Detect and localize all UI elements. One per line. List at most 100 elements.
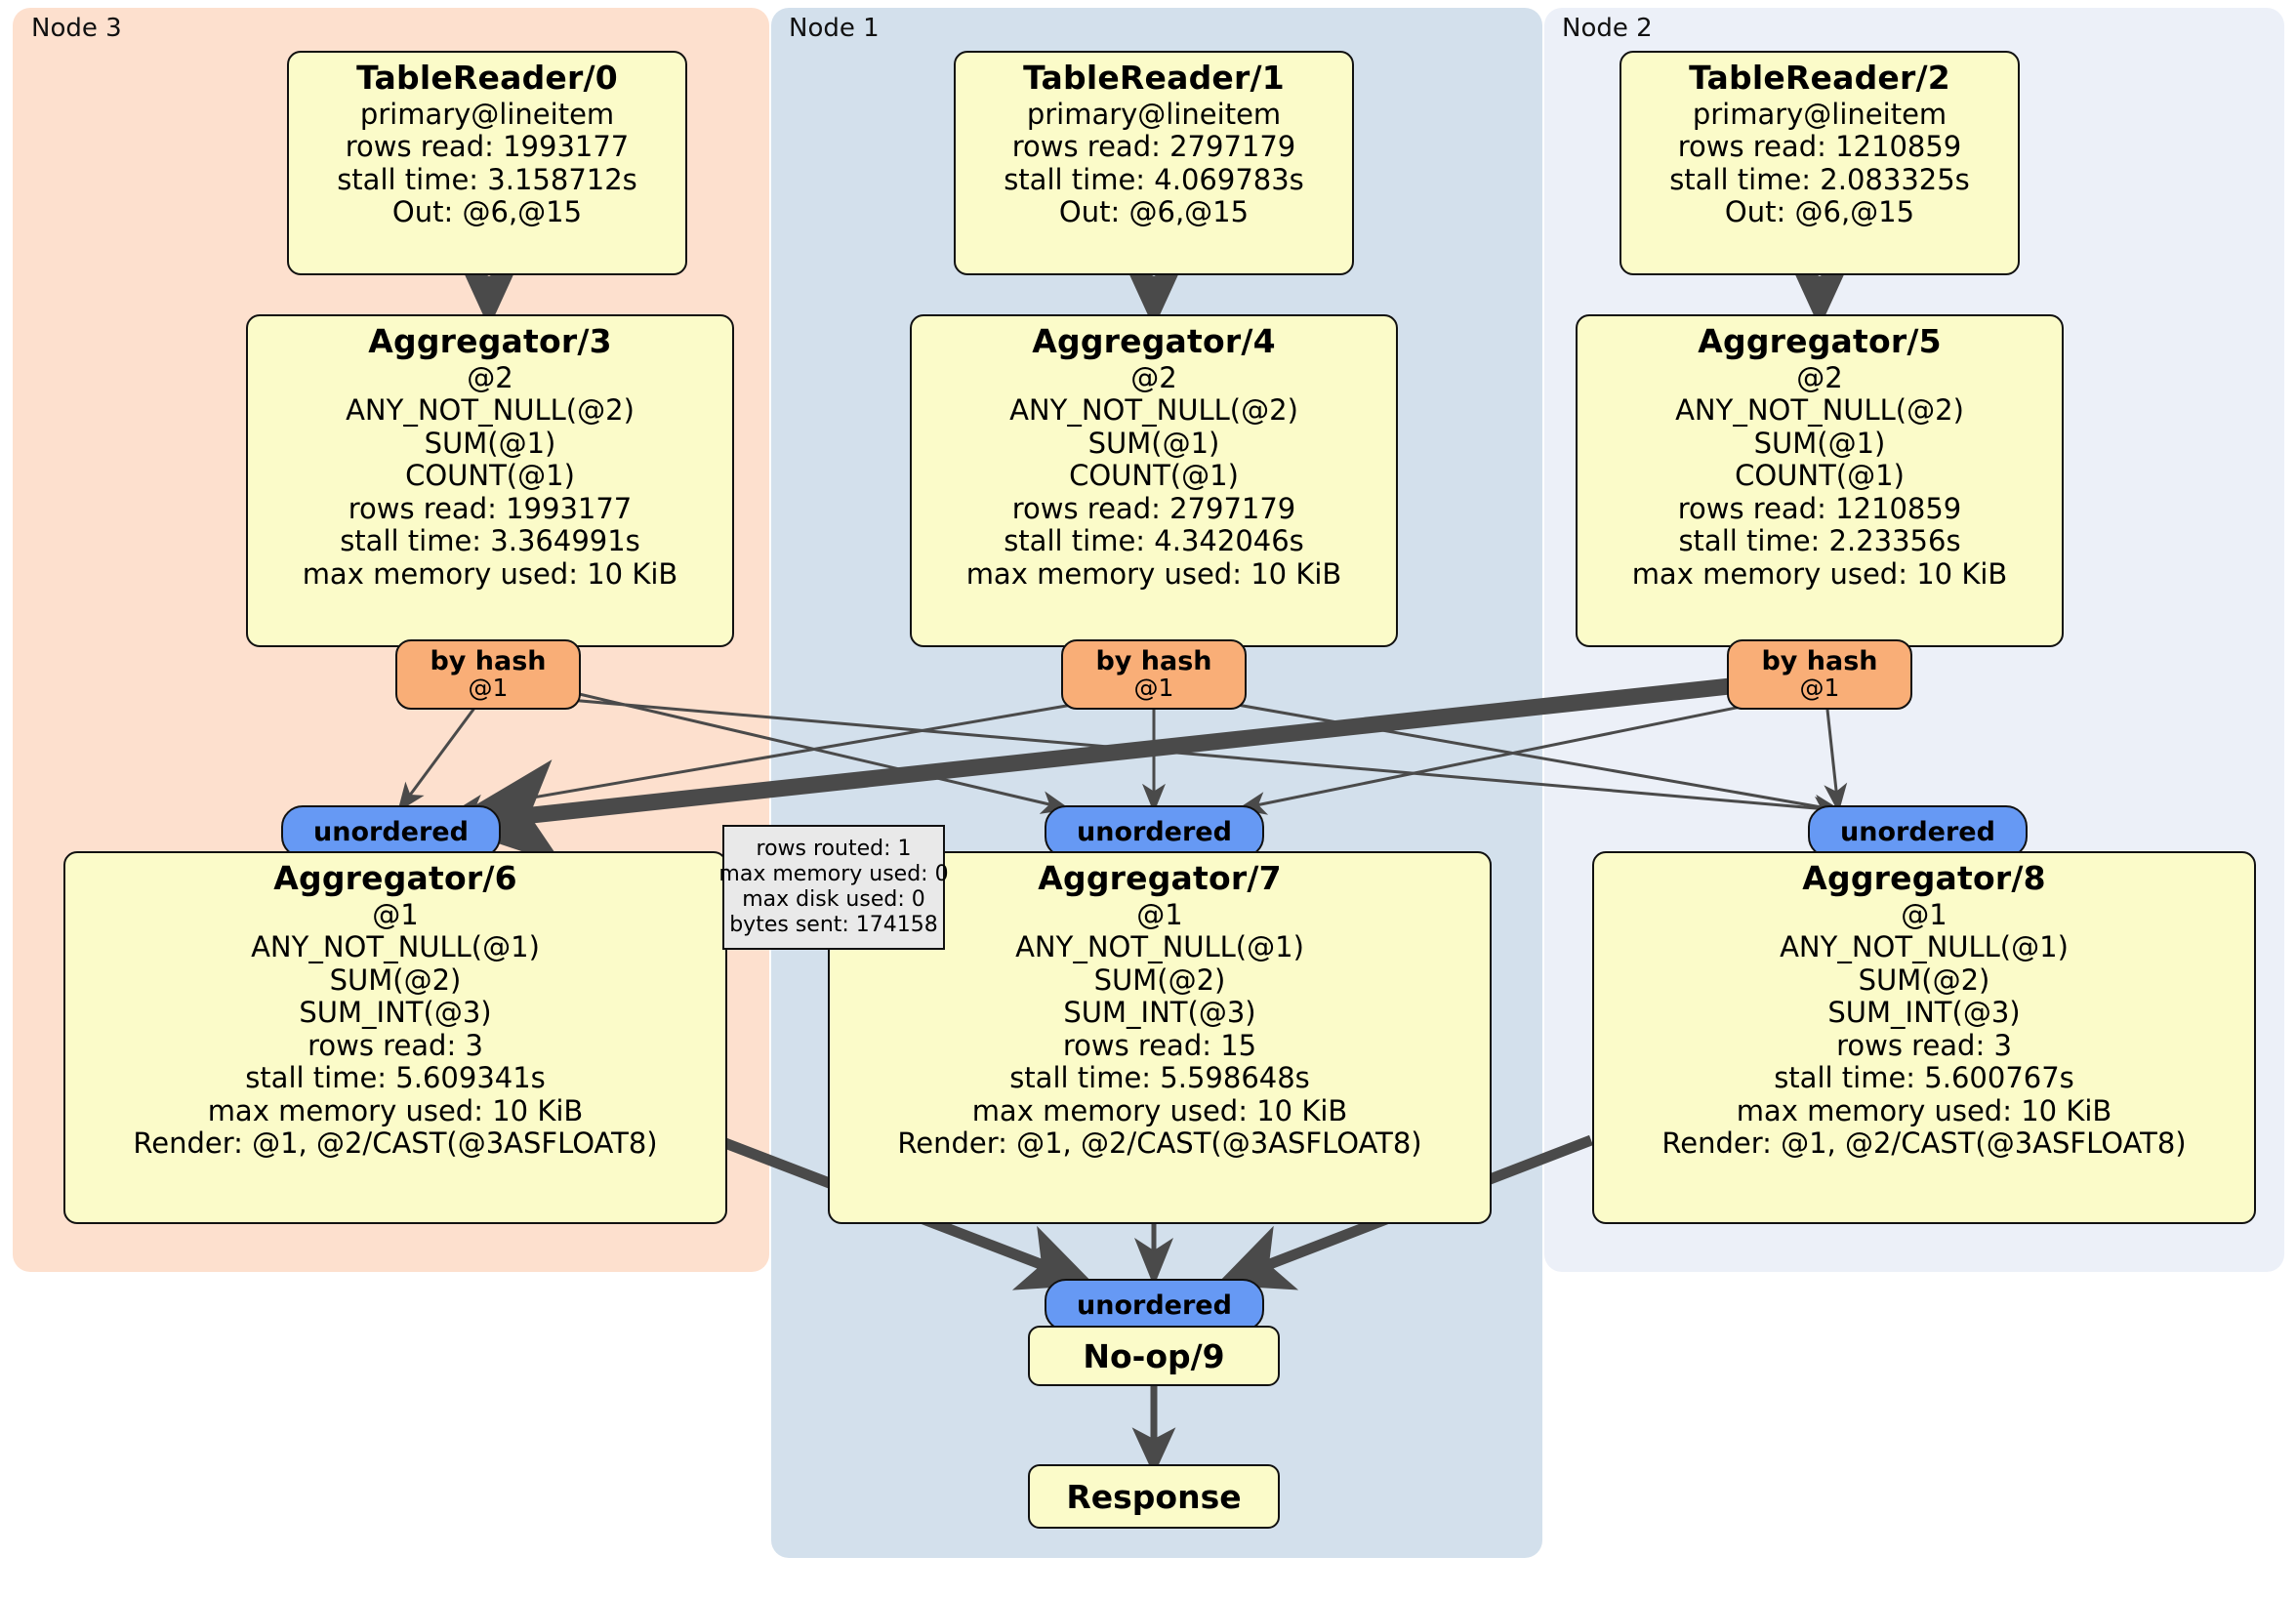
operator-detail: max memory used: 10 KiB xyxy=(1736,1093,2112,1127)
operator-detail: primary@lineitem xyxy=(1692,97,1948,131)
stats-line: bytes sent: 174158 xyxy=(729,913,938,938)
operator-detail: max memory used: 10 KiB xyxy=(302,556,678,591)
operator-detail: stall time: 5.600767s xyxy=(1774,1061,2074,1095)
operator-aggregator-8[interactable]: Aggregator/8 @1 ANY_NOT_NULL(@1) SUM(@2)… xyxy=(1592,851,2256,1224)
operator-title: Aggregator/4 xyxy=(1032,322,1276,360)
operator-detail: rows read: 1993177 xyxy=(348,491,633,525)
operator-detail: max memory used: 10 KiB xyxy=(971,1093,1348,1127)
operator-detail: Render: @1, @2/CAST(@3ASFLOAT8) xyxy=(897,1126,1422,1161)
operator-detail: @2 xyxy=(1130,360,1177,394)
badge-unordered-node-2[interactable]: unordered xyxy=(1808,805,2028,858)
operator-detail: primary@lineitem xyxy=(359,97,615,131)
badge-column: @1 xyxy=(1799,674,1840,703)
operator-aggregator-5[interactable]: Aggregator/5 @2 ANY_NOT_NULL(@2) SUM(@1)… xyxy=(1576,314,2064,647)
operator-detail: rows read: 3 xyxy=(308,1028,483,1062)
operator-detail: SUM_INT(@3) xyxy=(299,996,492,1030)
operator-detail: stall time: 5.598648s xyxy=(1009,1061,1310,1095)
operator-detail: SUM(@2) xyxy=(1858,962,1990,997)
badge-unordered-node-3[interactable]: unordered xyxy=(281,805,501,858)
operator-title: Aggregator/5 xyxy=(1698,322,1942,360)
cluster-label-node-3: Node 3 xyxy=(31,14,122,43)
operator-detail: rows read: 3 xyxy=(1836,1028,2012,1062)
operator-detail: @2 xyxy=(1796,360,1843,394)
operator-title: Aggregator/7 xyxy=(1038,859,1282,897)
badge-by-hash-node-3[interactable]: by hash @1 xyxy=(395,639,581,710)
operator-detail: Render: @1, @2/CAST(@3ASFLOAT8) xyxy=(133,1126,658,1161)
operator-detail: stall time: 2.23356s xyxy=(1678,524,1961,558)
operator-detail: max memory used: 10 KiB xyxy=(207,1093,584,1127)
operator-detail: SUM_INT(@3) xyxy=(1827,996,2021,1030)
operator-aggregator-6[interactable]: Aggregator/6 @1 ANY_NOT_NULL(@1) SUM(@2)… xyxy=(63,851,727,1224)
operator-detail: rows read: 1210859 xyxy=(1677,130,1962,164)
operator-aggregator-4[interactable]: Aggregator/4 @2 ANY_NOT_NULL(@2) SUM(@1)… xyxy=(910,314,1398,647)
operator-title: Aggregator/3 xyxy=(368,322,612,360)
operator-detail: ANY_NOT_NULL(@1) xyxy=(251,930,540,964)
stats-line: max memory used: 0 xyxy=(718,861,949,886)
operator-title: Aggregator/8 xyxy=(1802,859,2046,897)
badge-label: unordered xyxy=(1077,816,1232,847)
operator-detail: stall time: 2.083325s xyxy=(1669,162,1970,196)
operator-detail: stall time: 3.158712s xyxy=(337,162,637,196)
cluster-label-node-1: Node 1 xyxy=(789,14,880,43)
operator-detail: Out: @6,@15 xyxy=(1058,195,1250,229)
cluster-label-node-2: Node 2 xyxy=(1562,14,1653,43)
operator-detail: SUM(@1) xyxy=(1087,426,1220,460)
operator-detail: stall time: 4.069783s xyxy=(1004,162,1304,196)
badge-label: unordered xyxy=(1077,1290,1232,1321)
operator-detail: ANY_NOT_NULL(@1) xyxy=(1015,930,1304,964)
badge-label: by hash xyxy=(1761,645,1878,676)
badge-label: unordered xyxy=(1840,816,1995,847)
operator-detail: rows read: 1993177 xyxy=(345,130,630,164)
operator-detail: SUM(@2) xyxy=(1093,962,1226,997)
operator-detail: max memory used: 10 KiB xyxy=(965,556,1342,591)
operator-detail: SUM(@1) xyxy=(1753,426,1886,460)
operator-detail: Render: @1, @2/CAST(@3ASFLOAT8) xyxy=(1661,1126,2187,1161)
operator-detail: COUNT(@1) xyxy=(405,459,575,493)
badge-label: unordered xyxy=(313,816,469,847)
operator-detail: @2 xyxy=(467,360,513,394)
operator-detail: rows read: 2797179 xyxy=(1011,130,1296,164)
operator-tablereader-0[interactable]: TableReader/0 primary@lineitem rows read… xyxy=(287,51,687,275)
operator-detail: stall time: 4.342046s xyxy=(1004,524,1304,558)
operator-detail: SUM(@1) xyxy=(424,426,556,460)
operator-response[interactable]: Response xyxy=(1028,1464,1280,1529)
operator-title: No-op/9 xyxy=(1083,1336,1225,1375)
operator-title: Response xyxy=(1066,1477,1242,1516)
operator-title: TableReader/2 xyxy=(1689,59,1950,97)
operator-detail: ANY_NOT_NULL(@1) xyxy=(1780,930,2069,964)
operator-detail: @1 xyxy=(372,897,419,931)
operator-detail: ANY_NOT_NULL(@2) xyxy=(1675,393,1964,428)
operator-detail: @1 xyxy=(1136,897,1183,931)
badge-label: by hash xyxy=(1095,645,1212,676)
operator-detail: Out: @6,@15 xyxy=(1724,195,1915,229)
operator-detail: SUM(@2) xyxy=(329,962,462,997)
stats-line: max disk used: 0 xyxy=(742,887,925,912)
badge-label: by hash xyxy=(430,645,547,676)
badge-column: @1 xyxy=(1133,674,1174,703)
operator-detail: rows read: 15 xyxy=(1062,1028,1257,1062)
operator-detail: COUNT(@1) xyxy=(1069,459,1239,493)
operator-detail: stall time: 5.609341s xyxy=(245,1061,546,1095)
badge-column: @1 xyxy=(468,674,509,703)
operator-title: Aggregator/6 xyxy=(273,859,517,897)
operator-detail: ANY_NOT_NULL(@2) xyxy=(346,393,635,428)
operator-noop-9[interactable]: No-op/9 xyxy=(1028,1326,1280,1386)
operator-detail: @1 xyxy=(1901,897,1948,931)
operator-detail: primary@lineitem xyxy=(1026,97,1282,131)
operator-aggregator-3[interactable]: Aggregator/3 @2 ANY_NOT_NULL(@2) SUM(@1)… xyxy=(246,314,734,647)
badge-by-hash-node-2[interactable]: by hash @1 xyxy=(1727,639,1912,710)
operator-detail: rows read: 2797179 xyxy=(1011,491,1296,525)
operator-detail: stall time: 3.364991s xyxy=(340,524,640,558)
operator-detail: COUNT(@1) xyxy=(1735,459,1905,493)
operator-detail: SUM_INT(@3) xyxy=(1063,996,1256,1030)
operator-tablereader-2[interactable]: TableReader/2 primary@lineitem rows read… xyxy=(1620,51,2020,275)
stream-stats-tooltip: rows routed: 1 max memory used: 0 max di… xyxy=(718,825,949,950)
stats-line: rows routed: 1 xyxy=(756,836,912,861)
badge-unordered-final[interactable]: unordered xyxy=(1045,1279,1264,1331)
operator-tablereader-1[interactable]: TableReader/1 primary@lineitem rows read… xyxy=(954,51,1354,275)
operator-title: TableReader/0 xyxy=(356,59,618,97)
badge-by-hash-node-1[interactable]: by hash @1 xyxy=(1061,639,1247,710)
operator-detail: max memory used: 10 KiB xyxy=(1631,556,2008,591)
badge-unordered-node-1[interactable]: unordered xyxy=(1045,805,1264,858)
